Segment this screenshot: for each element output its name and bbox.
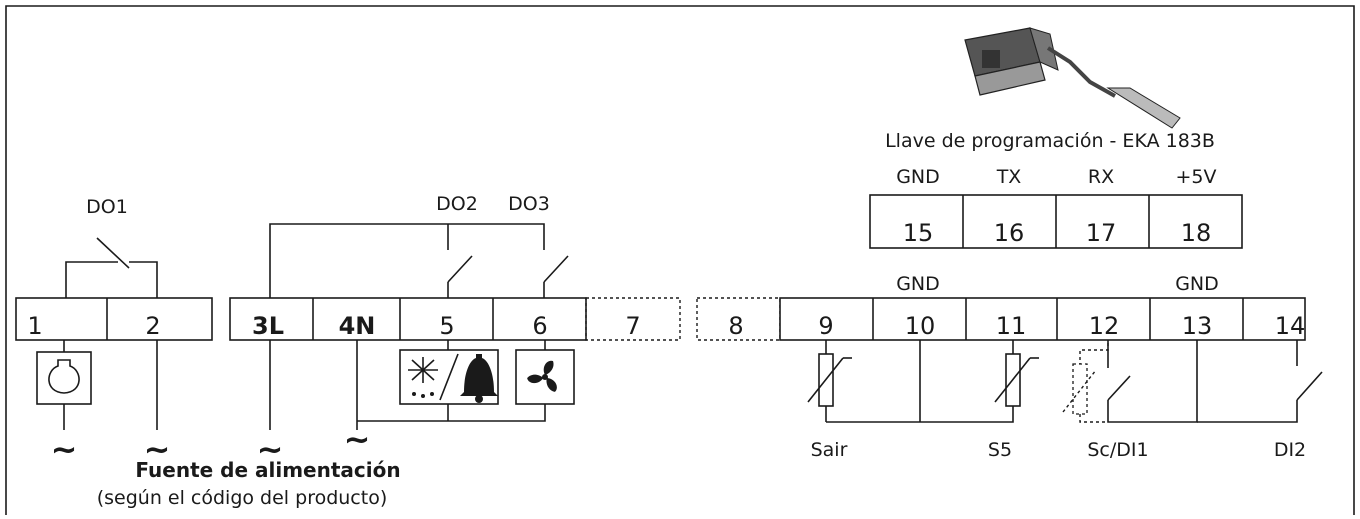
- comm-label-5v: +5V: [1175, 166, 1216, 188]
- programming-key-caption: Llave de programación - EKA 183B: [885, 130, 1215, 152]
- slash-divider: [439, 353, 459, 401]
- terminal-1: 1: [27, 312, 42, 340]
- ac-tilde-2: ~: [144, 430, 171, 468]
- relay-do1-contact: [65, 237, 158, 298]
- ac-tilde-3l: ~: [257, 430, 284, 468]
- sc-di1-sensor-icon: [1062, 340, 1198, 423]
- ac-tilde-4n: ~: [344, 420, 371, 458]
- wire-n-return: [357, 404, 546, 422]
- terminal-3l: 3L: [252, 312, 284, 340]
- terminal-4n: 4N: [339, 312, 376, 340]
- gnd-label-10: GND: [896, 273, 940, 295]
- power-supply-title: Fuente de alimentación: [135, 458, 400, 482]
- comm-label-gnd: GND: [896, 166, 940, 188]
- terminal-14: 14: [1275, 312, 1306, 340]
- gnd-label-13: GND: [1175, 273, 1219, 295]
- defrost-icon: [408, 357, 438, 398]
- sensor-s5-label: S5: [988, 439, 1012, 461]
- relay-do2-label: DO2: [436, 193, 478, 215]
- terminal-16: 16: [994, 219, 1025, 247]
- sensor-sair-label: Sair: [811, 439, 848, 461]
- sair-thermistor-icon: [807, 340, 1014, 423]
- terminal-5: 5: [439, 312, 454, 340]
- terminal-block-3-6: [229, 297, 681, 341]
- terminal-18: 18: [1181, 219, 1212, 247]
- terminal-2: 2: [145, 312, 160, 340]
- terminal-7: 7: [625, 312, 640, 340]
- di2-contact-icon: [1197, 340, 1323, 423]
- terminal-8: 8: [728, 312, 743, 340]
- compressor-icon: [36, 340, 92, 430]
- sensor-sc-di1-label: Sc/DI1: [1087, 439, 1148, 461]
- fan-icon: [527, 360, 557, 392]
- sensor-di2-label: DI2: [1274, 439, 1306, 461]
- ac-tilde-1: ~: [51, 430, 78, 468]
- terminal-15: 15: [903, 219, 934, 247]
- terminal-9: 9: [818, 312, 833, 340]
- terminal-11: 11: [996, 312, 1027, 340]
- comm-label-tx: TX: [996, 166, 1022, 188]
- terminal-13: 13: [1182, 312, 1213, 340]
- terminal-12: 12: [1089, 312, 1120, 340]
- alarm-bell-icon: [460, 354, 498, 396]
- terminal-block-1-2: [15, 297, 213, 341]
- terminal-10: 10: [905, 312, 936, 340]
- terminal-17: 17: [1086, 219, 1117, 247]
- comm-terminal-block: [869, 194, 1243, 249]
- frame-border: [5, 5, 1355, 515]
- programming-key-icon: [964, 27, 1181, 129]
- terminal-6: 6: [532, 312, 547, 340]
- comm-label-rx: RX: [1088, 166, 1114, 188]
- relay-do2-do3-contacts: [269, 223, 569, 298]
- s5-thermistor-icon: [994, 340, 1039, 407]
- relay-do3-label: DO3: [508, 193, 550, 215]
- power-supply-subtitle: (según el código del producto): [97, 487, 388, 509]
- terminal-block-8-14: [696, 297, 1306, 341]
- relay-do1-label: DO1: [86, 196, 128, 218]
